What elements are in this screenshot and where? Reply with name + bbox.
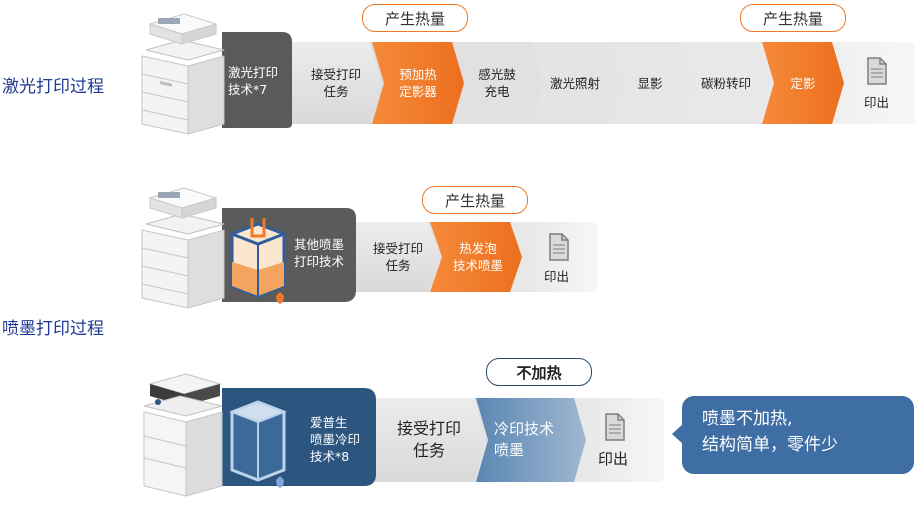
callout-pointer xyxy=(672,424,683,444)
ink-tank-icon xyxy=(230,218,286,304)
laser-step-7-shape xyxy=(762,42,844,124)
laser-step-5: 显影 xyxy=(637,75,663,91)
document-icon xyxy=(605,413,625,441)
laser-tech-label: 激光打印 技术*7 xyxy=(228,65,279,97)
inkjet-step-1-shape xyxy=(340,222,440,292)
inkjet-process-label: 喷墨打印过程 xyxy=(2,319,104,339)
inkjet-tech-label: 其他喷墨 打印技术 xyxy=(294,237,345,269)
printer-icon xyxy=(141,187,225,309)
laser-output-label: 印出 xyxy=(864,95,890,110)
epson-step-1-shape xyxy=(370,398,486,482)
laser-step-6-shape xyxy=(682,42,772,124)
laser-step-4: 激光照射 xyxy=(549,75,600,91)
laser-step-4-shape xyxy=(532,42,620,124)
epson-no-heat-badge: 不加热 xyxy=(486,358,592,386)
laser-heat-badge-2: 产生热量 xyxy=(740,4,846,32)
laser-step-1-shape xyxy=(290,42,382,124)
inkjet-step-1: 接受打印 任务 xyxy=(372,241,423,273)
epson-tech-label: 爱普生 喷墨冷印 技术*8 xyxy=(310,415,361,464)
epson-step-2: 冷印技术 喷墨 xyxy=(494,420,555,459)
inkjet-step-2: 热发泡 技术喷墨 xyxy=(452,241,503,273)
laser-step-2: 预加热 定影器 xyxy=(399,67,437,99)
laser-heat-badge-1: 产生热量 xyxy=(362,4,468,32)
inkjet-output-label: 印出 xyxy=(544,269,570,284)
inkjet-heat-badge: 产生热量 xyxy=(422,186,528,214)
laser-tech-block xyxy=(222,32,292,128)
laser-step-1: 接受打印 任务 xyxy=(310,67,361,99)
ink-tank-icon xyxy=(229,400,287,488)
inkjet-step-2-shape xyxy=(430,222,522,292)
document-icon xyxy=(549,233,569,261)
laser-step-7: 定影 xyxy=(790,75,816,91)
laser-step-2-shape xyxy=(372,42,464,124)
epson-benefit-callout: 喷墨不加热, 结构简单，零件少 xyxy=(682,396,914,474)
epson-step-1: 接受打印 任务 xyxy=(396,419,461,460)
laser-step-3-shape xyxy=(454,42,542,124)
printer-icon xyxy=(141,13,225,135)
laser-step-3: 感光鼓 充电 xyxy=(478,67,516,99)
document-icon xyxy=(867,57,887,85)
epson-output-label: 印出 xyxy=(598,450,629,468)
printer-icon xyxy=(143,373,223,497)
laser-process-label: 激光打印过程 xyxy=(2,77,104,97)
epson-step-2-shape xyxy=(476,398,586,482)
laser-step-6: 碳粉转印 xyxy=(700,75,751,91)
laser-step-5-shape xyxy=(610,42,692,124)
